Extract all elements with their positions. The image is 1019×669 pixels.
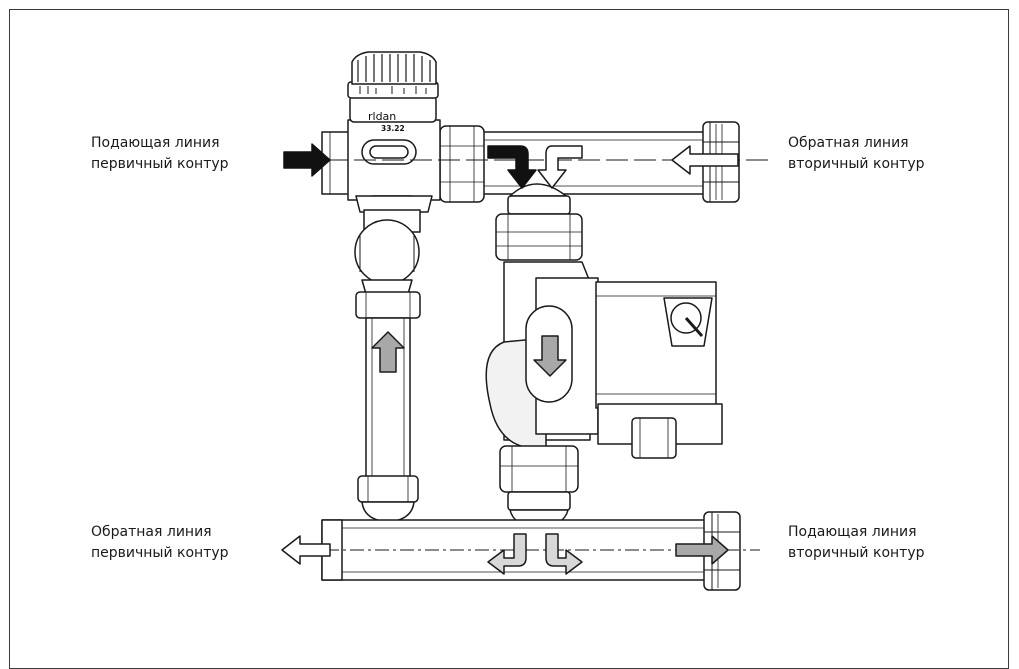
speed-pointer — [684, 317, 704, 337]
arrow-grey-icon — [371, 331, 405, 373]
mixing-valve: rldan 33.22 — [321, 51, 441, 295]
circulation-pump — [485, 183, 723, 529]
label-line: вторичный контур — [788, 545, 925, 561]
label-return-primary: Обратная линия первичный контур — [91, 522, 229, 564]
valve-knob — [351, 51, 437, 85]
valve-scale-ticks — [359, 86, 427, 94]
arrow-black-icon — [283, 143, 331, 177]
label-supply-primary: Подающая линия первичный контур — [91, 133, 229, 175]
left-vertical-pipe — [355, 291, 421, 523]
pump-lower-collar — [507, 491, 571, 511]
left-lower-nut — [357, 475, 419, 503]
pump-top-collar — [507, 195, 571, 215]
arrow-grey-icon — [675, 535, 729, 565]
label-supply-secondary: Подающая линия вторичный контур — [788, 522, 925, 564]
arrow-grey-icon — [533, 335, 567, 377]
label-line: Обратная линия — [788, 135, 909, 151]
pump-upper-nut — [495, 213, 583, 261]
arrow-outline-icon — [537, 145, 583, 189]
valve-brand: rldan — [368, 110, 396, 123]
valve-collar — [355, 195, 433, 213]
label-line: Обратная линия — [91, 524, 212, 540]
label-line: Подающая линия — [91, 135, 220, 151]
label-line: Подающая линия — [788, 524, 917, 540]
label-return-secondary: Обратная линия вторичный контур — [788, 133, 925, 175]
label-line: первичный контур — [91, 156, 229, 172]
arrow-outline-icon — [671, 145, 739, 175]
valve-ball — [354, 219, 420, 285]
label-line: первичный контур — [91, 545, 229, 561]
mixing-unit-diagram: rldan 33.22 — [281, 51, 770, 591]
arrow-grey-icon — [487, 533, 527, 575]
valve-model: 33.22 — [381, 124, 405, 133]
label-line: вторичный контур — [788, 156, 925, 172]
arrow-outline-icon — [281, 535, 331, 565]
left-pipe-cone — [361, 501, 415, 523]
arrow-black-icon — [487, 145, 537, 189]
valve-port-inner — [369, 145, 409, 159]
pump-cable-gland — [631, 417, 677, 459]
knob-grip-ribs — [357, 54, 431, 82]
top-coupling-nut — [439, 125, 485, 203]
arrow-grey-icon — [545, 533, 583, 575]
